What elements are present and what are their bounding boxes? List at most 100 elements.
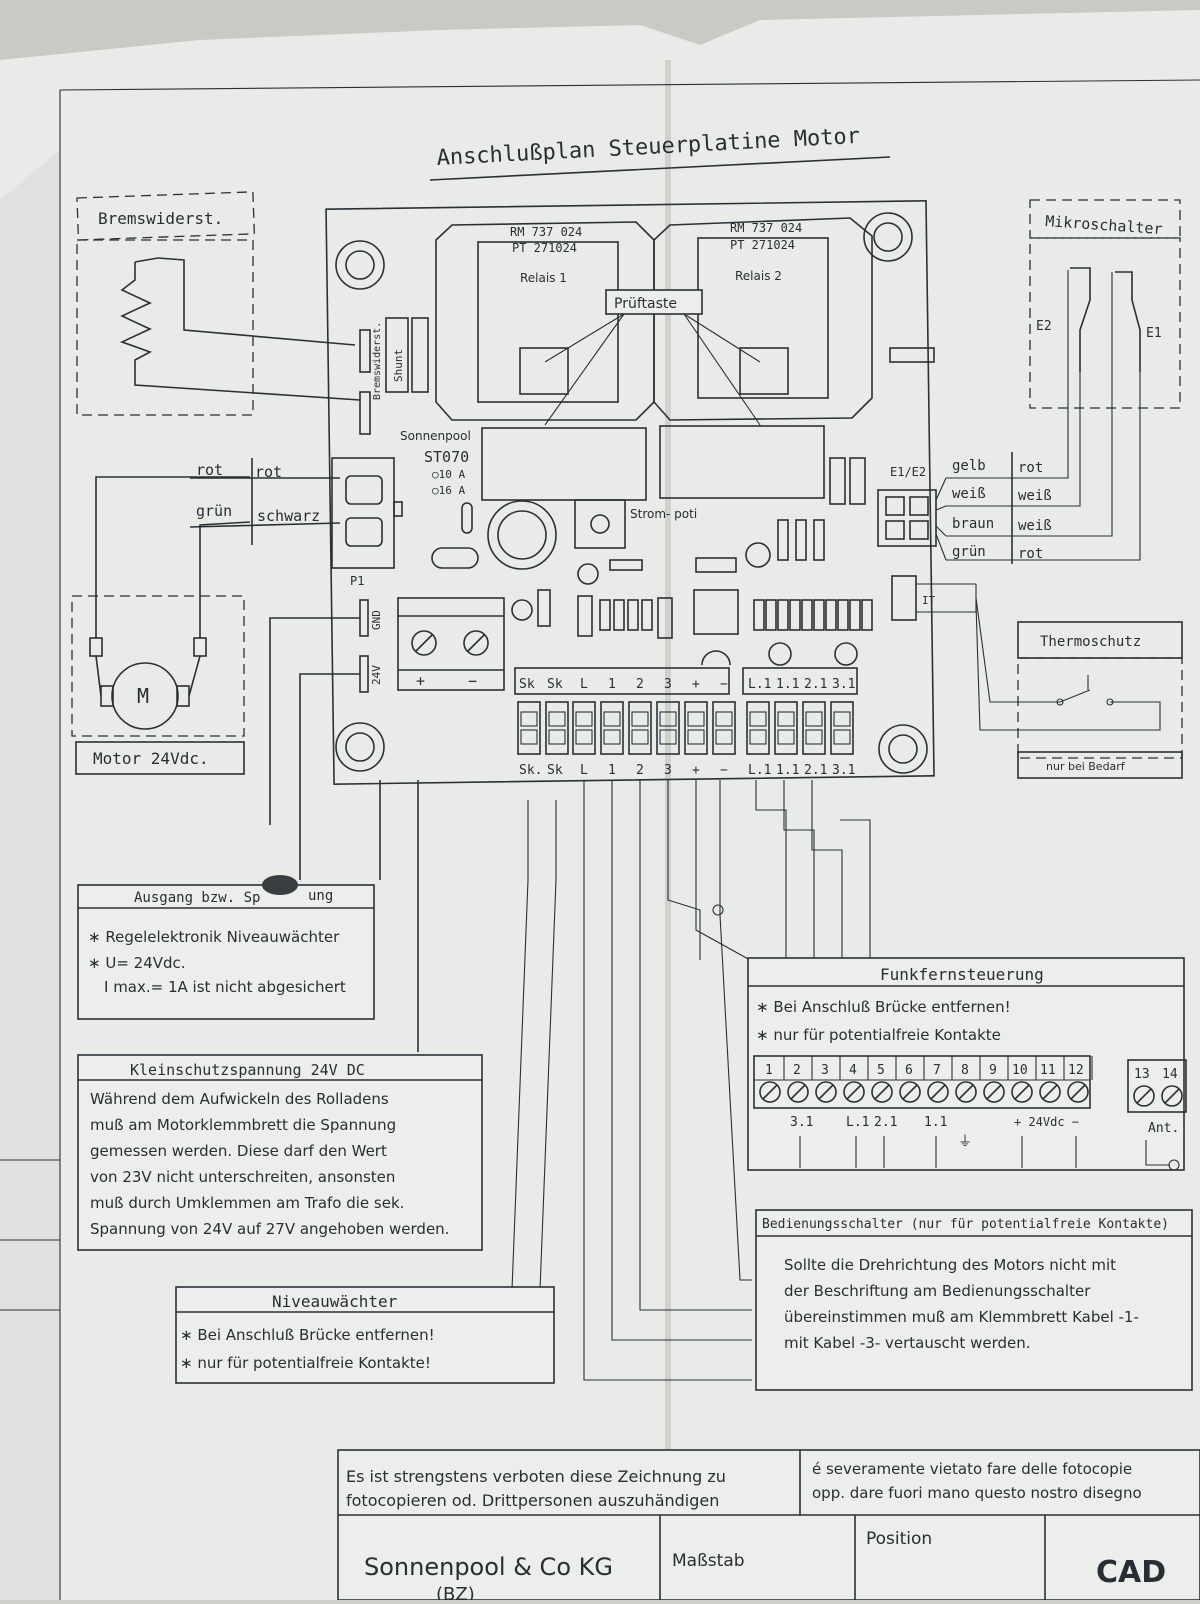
terminal-label-bottom: +: [692, 763, 700, 778]
funk-terminal-label: 11: [1040, 1063, 1056, 1078]
terminal-slot: [656, 701, 680, 755]
terminal-label-top: 2: [636, 677, 644, 692]
funk-terminal-label: 3: [821, 1063, 829, 1078]
funk-terminal-screw: [1039, 1081, 1061, 1103]
power-terminal: [397, 597, 505, 691]
svg-text:schwarz: schwarz: [257, 507, 320, 525]
text-line: Sollte die Drehrichtung des Motors nicht…: [784, 1256, 1116, 1274]
control-board: [325, 200, 935, 785]
microswitch-symbols: E2 E1: [1015, 267, 1162, 561]
svg-text:Funkfernsteuerung: Funkfernsteuerung: [880, 965, 1044, 984]
svg-text:3.1: 3.1: [790, 1115, 813, 1130]
terminal-label-top: +: [692, 677, 700, 692]
text-line: übereinstimmen muß am Klemmbrett Kabel -…: [784, 1308, 1139, 1326]
svg-text:−: −: [468, 672, 477, 690]
terminal-label-top: L.1: [748, 677, 771, 692]
svg-text:rot: rot: [1018, 460, 1043, 476]
board-model: ST070: [424, 448, 469, 466]
svg-text:E1/E2: E1/E2: [890, 465, 926, 479]
text-line: mit Kabel -3- vertauscht werden.: [784, 1334, 1031, 1352]
funk-terminal-screw: [899, 1081, 921, 1103]
funk-terminal-screw: [1011, 1081, 1033, 1103]
microswitch-wire-table: gelb rot weiß weiß braun weiß grün rot: [935, 452, 1052, 564]
svg-text:opp. dare fuori mano questo no: opp. dare fuori mano questo nostro diseg…: [812, 1484, 1142, 1502]
funk-box: [747, 957, 1185, 1171]
company-name: Sonnenpool & Co KG: [364, 1553, 613, 1581]
kleinschutz-box: [77, 1054, 483, 1251]
svg-text:grün: grün: [952, 544, 986, 560]
svg-text:Bedienungsschalter (nur für po: Bedienungsschalter (nur für potentialfre…: [762, 1217, 1169, 1232]
svg-text:∗ U= 24Vdc.: ∗ U= 24Vdc.: [88, 954, 186, 972]
svg-text:Kleinschutzspannung 24V DC: Kleinschutzspannung 24V DC: [130, 1061, 365, 1079]
funk-terminal-label: 1: [765, 1063, 773, 1078]
funk-terminal-screw: [927, 1081, 949, 1103]
svg-text:Ausgang bzw. Sp: Ausgang bzw. Sp: [134, 890, 260, 906]
terminal-label-top: 3: [664, 677, 672, 692]
svg-text:rot: rot: [196, 461, 223, 479]
edge-table: [0, 1159, 60, 1311]
funk-terminal-screw: [815, 1081, 837, 1103]
funk-below-labels: 3.1 L.1 2.1 1.1 ⏚ + 24Vdc − Ant.: [790, 1115, 1180, 1171]
strompoti-label: Strom- poti: [630, 507, 697, 521]
brake-resistor-label: Bremswiderst.: [98, 209, 223, 228]
text-line: Spannung von 24V auf 27V angehoben werde…: [90, 1220, 449, 1238]
terminal-label-bottom: 3.1: [832, 763, 855, 778]
funk-terminal-label: 12: [1068, 1063, 1084, 1078]
svg-text:gelb: gelb: [952, 458, 986, 474]
svg-text:○10 A: ○10 A: [432, 468, 465, 481]
relay-1: RM 737 024 PT 271024 Relais 1: [435, 221, 655, 421]
svg-text:Niveauwächter: Niveauwächter: [272, 1292, 398, 1311]
terminal-slot: [802, 701, 826, 755]
funk-terminal-screw: [1161, 1085, 1183, 1107]
svg-text:⏚: ⏚: [958, 1134, 972, 1150]
funk-terminal-screw: [1067, 1081, 1089, 1103]
funk-terminal-screw: [1133, 1085, 1155, 1107]
funk-terminal-label: 14: [1162, 1067, 1178, 1082]
test-button-label: Prüftaste: [614, 296, 677, 312]
svg-text:1.1: 1.1: [924, 1115, 947, 1130]
motor-wire-table: rot rot grün schwarz: [189, 458, 341, 545]
svg-text:∗ nur für potentialfreie Konta: ∗ nur für potentialfreie Kontakte: [756, 1026, 1001, 1044]
thermo-connector: [891, 575, 917, 621]
svg-text:Ant.: Ant.: [1148, 1121, 1179, 1136]
funk-terminal-label: 13: [1134, 1067, 1150, 1082]
cad-label: CAD: [1096, 1555, 1166, 1590]
niveau-box: [175, 1286, 555, 1384]
svg-text:Bremswiderst.: Bremswiderst.: [372, 322, 383, 400]
svg-text:○16 A: ○16 A: [432, 484, 465, 497]
svg-text:weiß: weiß: [1018, 488, 1052, 504]
shunt-label: Shunt: [392, 349, 405, 382]
text-line: gemessen werden. Diese darf den Wert: [90, 1142, 387, 1160]
text-line: muß durch Umklemmen am Trafo die sek.: [90, 1194, 404, 1212]
terminal-label-top: L: [580, 677, 588, 692]
main-terminal-strip: [514, 667, 858, 755]
funk-terminal-screw: [955, 1081, 977, 1103]
terminal-label-top: 2.1: [804, 677, 827, 692]
funk-terminal-label: 7: [933, 1063, 941, 1078]
thermo-label: Thermoschutz: [1040, 634, 1141, 650]
terminal-label-bottom: 3: [664, 763, 672, 778]
terminal-slot: [746, 701, 770, 755]
bedienung-box: [755, 1209, 1193, 1391]
svg-text:Es ist strengstens verboten di: Es ist strengstens verboten diese Zeichn…: [346, 1467, 726, 1486]
terminal-slot: [572, 701, 596, 755]
title-block: Es ist strengstens verboten diese Zeichn…: [337, 1449, 1200, 1604]
test-button: [605, 289, 703, 315]
svg-text:IT: IT: [922, 594, 936, 607]
mounting-holes: [335, 212, 928, 774]
funk-terminal-label: 5: [877, 1063, 885, 1078]
terminal-slot: [712, 701, 736, 755]
terminal-slot: [517, 701, 541, 755]
funk-terminal-screw: [871, 1081, 893, 1103]
motor-symbol: M: [89, 476, 251, 730]
resistor-symbol: [119, 257, 361, 401]
funk-terminal-label: 9: [989, 1063, 997, 1078]
svg-text:PT 271024: PT 271024: [730, 238, 795, 252]
terminal-label-top: Sk: [519, 677, 535, 692]
terminal-wires: [379, 780, 871, 1381]
text-line: muß am Motorklemmbrett die Spannung: [90, 1116, 396, 1134]
